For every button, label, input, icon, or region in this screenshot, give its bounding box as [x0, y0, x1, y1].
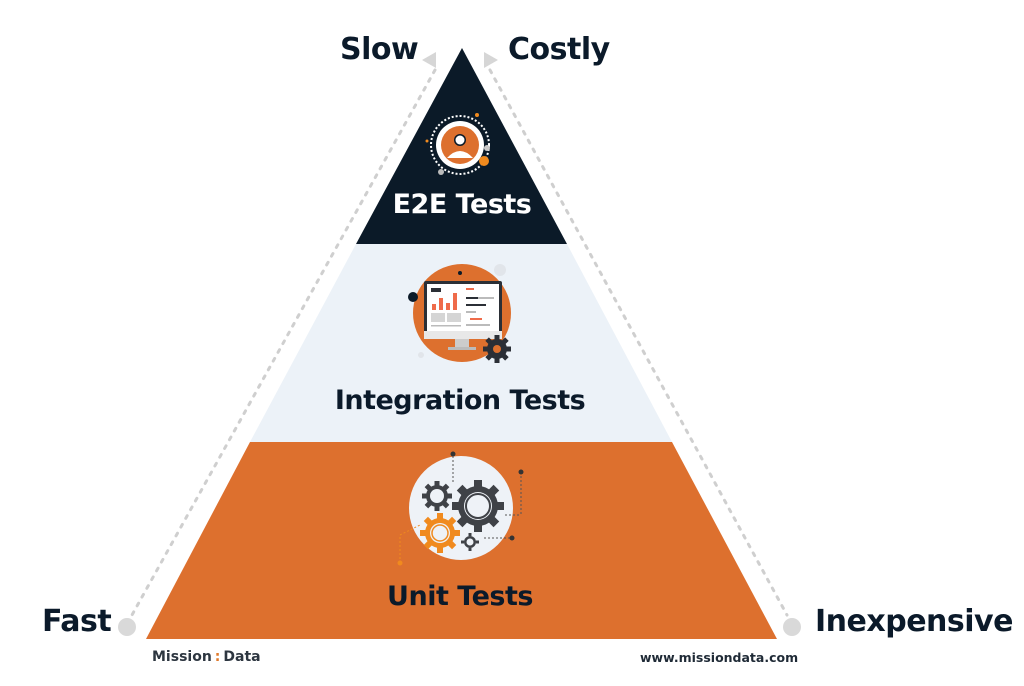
tier-e2e-label: E2E Tests — [392, 189, 532, 220]
brand-separator: : — [214, 649, 221, 665]
tier-unit-label: Unit Tests — [387, 581, 533, 612]
arrow-left-up-icon — [422, 52, 436, 68]
brand-logo: Mission:Data — [152, 649, 261, 665]
label-fast: Fast — [42, 604, 112, 639]
website-url: www.missiondata.com — [640, 650, 799, 665]
arrow-right-up-icon — [484, 52, 498, 68]
gears-icon — [397, 451, 524, 566]
user-avatar-icon — [425, 113, 490, 175]
label-costly: Costly — [508, 32, 610, 67]
dotted-guide-left — [118, 52, 437, 636]
brand-left: Mission — [152, 649, 212, 665]
label-slow: Slow — [340, 32, 419, 67]
tier-integration-label: Integration Tests — [334, 385, 586, 416]
brand-right: Data — [223, 649, 261, 665]
label-inexpensive: Inexpensive — [815, 604, 1013, 639]
dotted-guide-right — [484, 52, 801, 636]
monitor-dashboard-icon — [408, 264, 511, 363]
dot-bottom-right — [783, 618, 801, 636]
dot-bottom-left — [118, 618, 136, 636]
